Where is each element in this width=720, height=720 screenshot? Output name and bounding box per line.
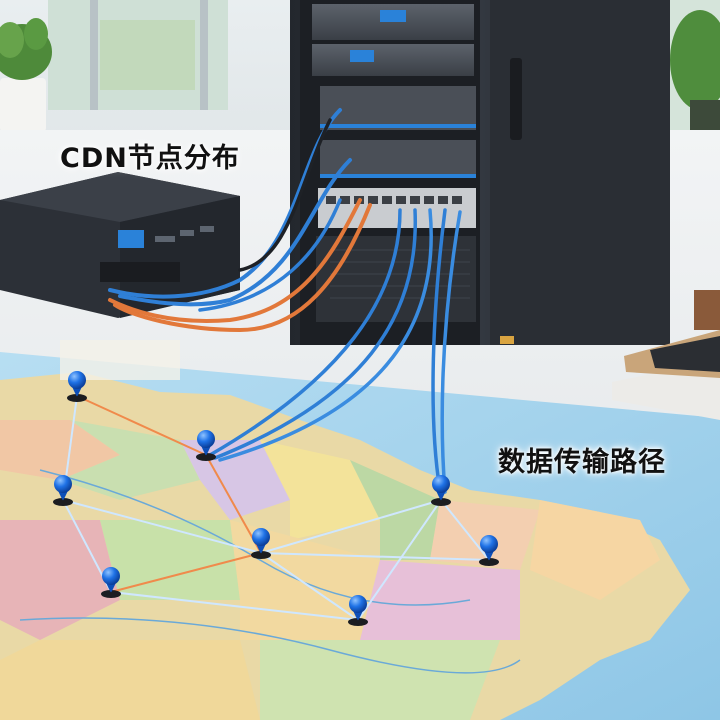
cdn-nodes-label: CDN节点分布 bbox=[60, 143, 240, 174]
map bbox=[0, 340, 720, 720]
location-pin-icon bbox=[479, 535, 499, 566]
transmission-path-label: 数据传输路径 bbox=[498, 447, 666, 478]
edge-server bbox=[0, 172, 240, 318]
desk-items bbox=[612, 290, 720, 420]
network-links bbox=[62, 395, 490, 621]
location-pin-icon bbox=[67, 371, 87, 402]
server-rack bbox=[290, 0, 670, 345]
location-pin-icon bbox=[251, 528, 271, 559]
location-pin-icon bbox=[101, 567, 121, 598]
location-pin-icon bbox=[348, 595, 368, 626]
network-cables bbox=[108, 108, 462, 494]
window-frame bbox=[90, 0, 98, 110]
location-pins bbox=[53, 371, 499, 626]
location-pin-icon bbox=[431, 475, 451, 506]
potted-plant bbox=[0, 18, 52, 132]
location-pin-icon bbox=[53, 475, 73, 506]
location-pin-icon bbox=[196, 430, 216, 461]
window-greenery bbox=[100, 20, 195, 90]
window-frame bbox=[200, 0, 208, 110]
